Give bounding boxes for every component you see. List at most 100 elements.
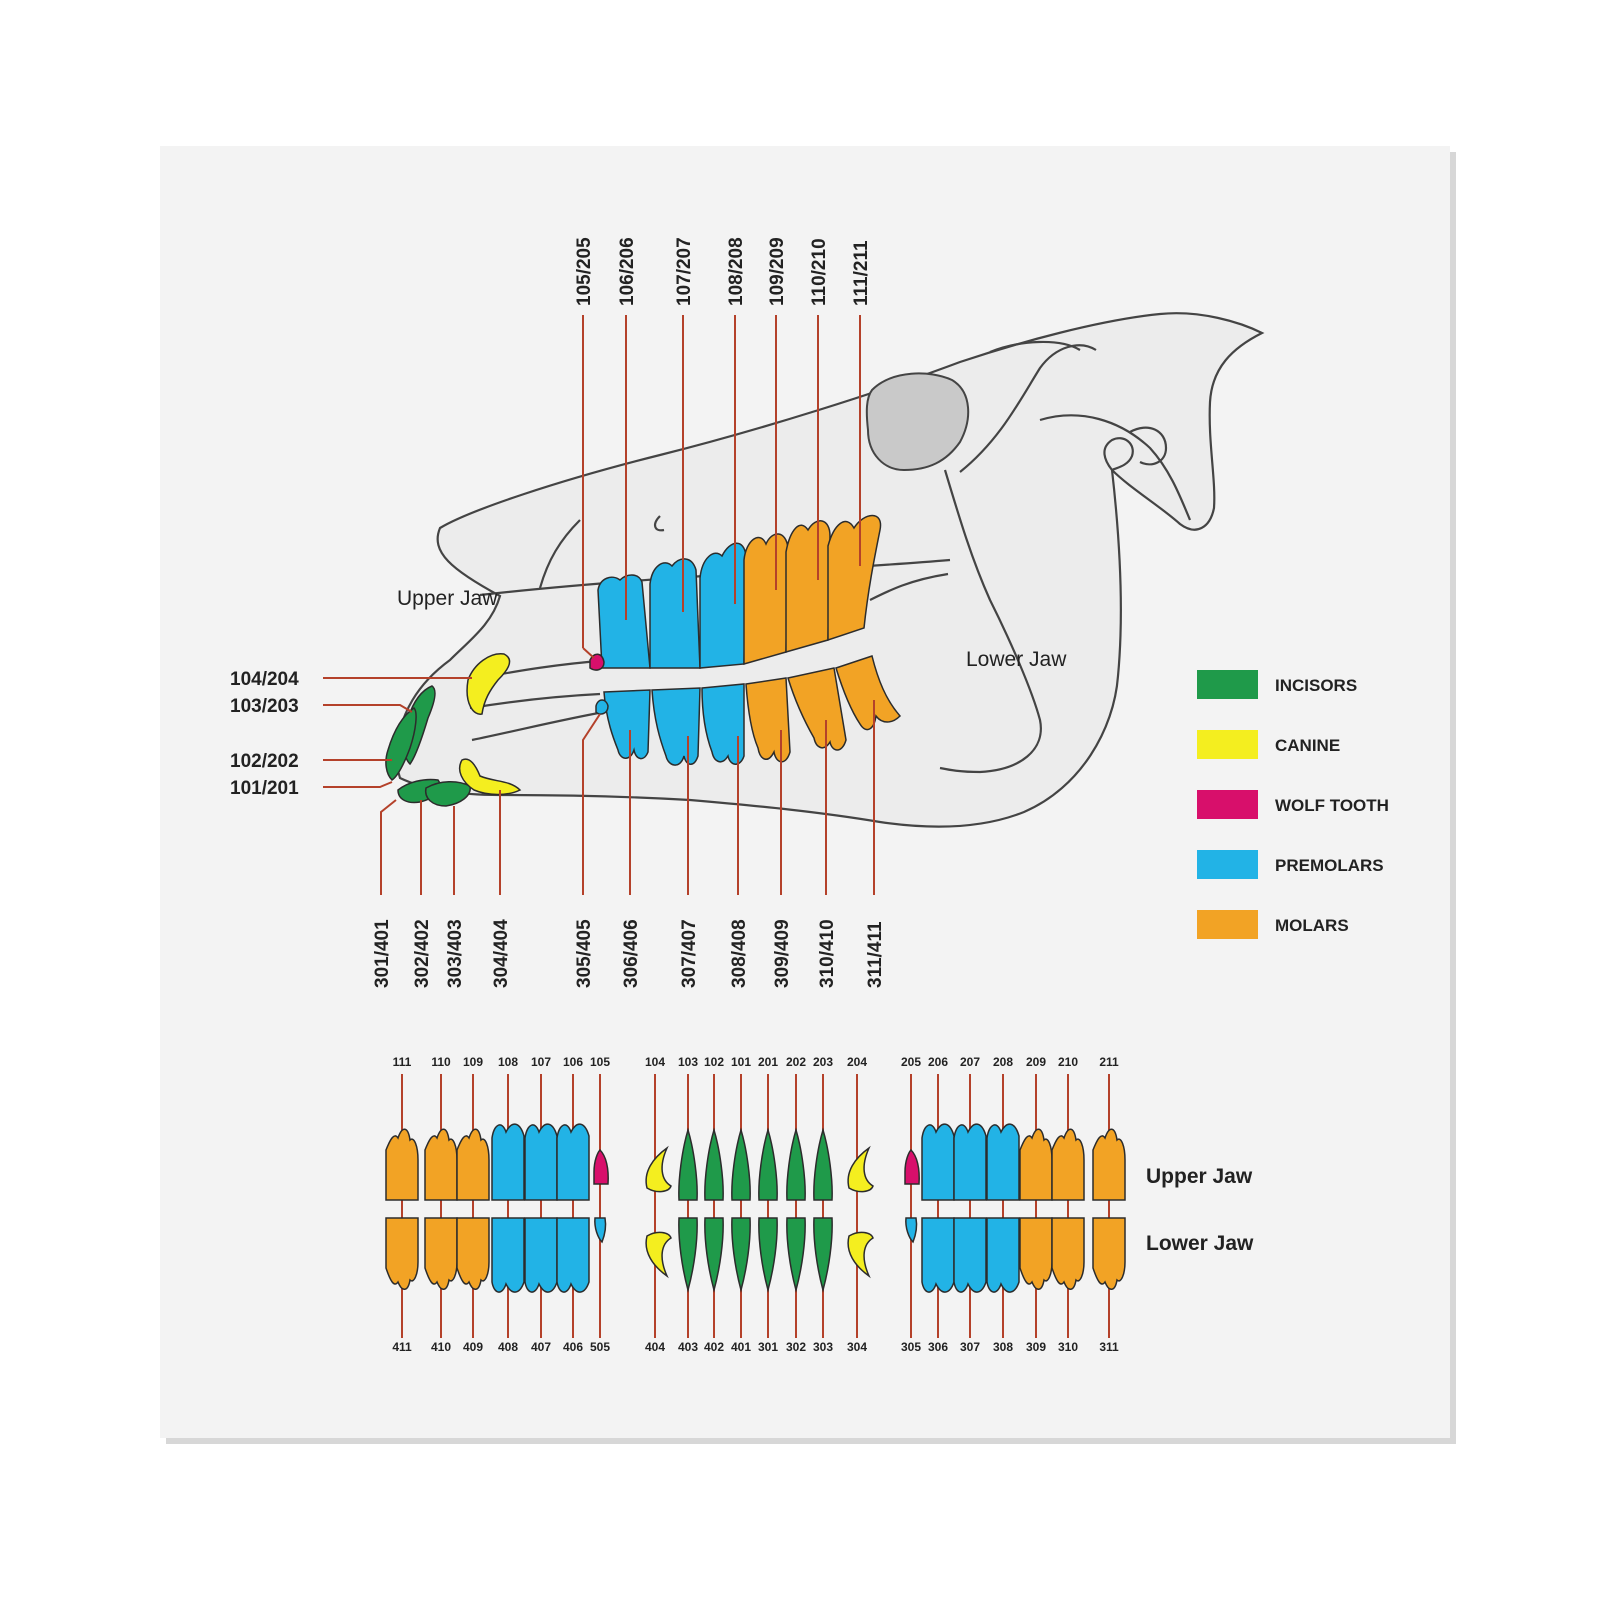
label-107-207: 107/207 (674, 237, 695, 306)
chart-top-label: 204 (847, 1055, 867, 1069)
chart-lower-tooth-308 (986, 1217, 1020, 1293)
upper-incisor-102 (385, 707, 417, 781)
chart-bottom-label: 307 (960, 1340, 980, 1354)
chart-upper-tooth-104 (645, 1145, 672, 1193)
chart-bottom-label: 302 (786, 1340, 806, 1354)
chart-top-label: 208 (993, 1055, 1013, 1069)
chart-upper-tooth-108 (491, 1123, 525, 1201)
label-309-409: 309/409 (772, 919, 793, 988)
chart-upper-tooth-210 (1051, 1128, 1085, 1201)
label-101-201: 101/201 (230, 778, 299, 799)
chart-top-label: 102 (704, 1055, 724, 1069)
legend-swatch-incisors (1197, 670, 1258, 699)
chart-top-label: 105 (590, 1055, 610, 1069)
chart-lower-tooth-408 (491, 1217, 525, 1293)
label-109-209: 109/209 (767, 237, 788, 306)
chart-bottom-label: 409 (463, 1340, 483, 1354)
chart-upper-tooth-201 (758, 1127, 778, 1201)
chart-bottom-label: 305 (901, 1340, 921, 1354)
chart-bottom-label: 505 (590, 1340, 610, 1354)
top-tooth-labels: 105/205 106/206 107/207 108/208 109/209 … (574, 237, 872, 306)
legend-swatch-premolars (1197, 850, 1258, 879)
chart-bottom-label: 309 (1026, 1340, 1046, 1354)
chart-top-label: 109 (463, 1055, 483, 1069)
chart-bottom-label: 306 (928, 1340, 948, 1354)
chart-lower-tooth-406 (556, 1217, 590, 1293)
lower-canine-304 (458, 758, 522, 796)
label-308-408: 308/408 (729, 919, 750, 988)
label-102-202: 102/202 (230, 751, 299, 772)
chart-upper-tooth-211 (1092, 1128, 1126, 1201)
tooth-111 (827, 514, 882, 642)
chart-upper-tooth-208 (986, 1123, 1020, 1201)
chart-upper-tooth-202 (786, 1127, 806, 1201)
chart-bottom-label: 301 (758, 1340, 778, 1354)
chart-lower-tooth-505 (594, 1217, 607, 1244)
chart-top-label: 201 (758, 1055, 778, 1069)
chart-top-label: 110 (431, 1055, 451, 1069)
chart-top-label: 207 (960, 1055, 980, 1069)
chart-top-label: 103 (678, 1055, 698, 1069)
lower-incisor-302 (424, 781, 471, 807)
chart-upper-tooth-102 (704, 1127, 724, 1201)
chart-upper-tooth-110 (424, 1128, 458, 1201)
chart-lower-tooth-305 (905, 1217, 918, 1244)
chart-bottom-label: 311 (1099, 1340, 1119, 1354)
tooth-106 (597, 574, 651, 669)
label-111-211: 111/211 (851, 240, 872, 306)
upper-canine-104 (466, 653, 511, 715)
label-302-402: 302/402 (412, 919, 433, 988)
chart-top-label: 108 (498, 1055, 518, 1069)
label-106-206: 106/206 (617, 237, 638, 306)
tooth-109 (743, 533, 789, 665)
chart-upper-tooth-101 (731, 1127, 751, 1201)
label-306-406: 306/406 (621, 919, 642, 988)
legend-label-canine: CANINE (1275, 736, 1340, 755)
chart-top-label: 205 (901, 1055, 921, 1069)
chart-lower-tooth-411 (385, 1217, 419, 1290)
chart-upper-tooth-109 (456, 1128, 490, 1201)
chart-lower-tooth-410 (424, 1217, 458, 1290)
chart-bottom-label: 411 (392, 1340, 412, 1354)
label-104-204: 104/204 (230, 669, 299, 690)
chart-lower-tooth-404 (645, 1231, 672, 1279)
tooth-108 (699, 542, 747, 669)
tooth-110 (785, 520, 831, 653)
bottom-tooth-labels: 301/401 302/402 303/403 304/404 305/405 … (372, 919, 886, 988)
label-105-205: 105/205 (574, 237, 595, 306)
label-311-411: 311/411 (865, 921, 886, 988)
label-305-405: 305/405 (574, 919, 595, 988)
chart-lower-tooth-309 (1019, 1217, 1053, 1290)
tooth-309 (745, 677, 791, 763)
legend-label-incisors: INCISORS (1275, 676, 1357, 695)
label-103-203: 103/203 (230, 696, 299, 717)
chart-top-label: 107 (531, 1055, 551, 1069)
label-307-407: 307/407 (679, 919, 700, 988)
dental-chart: 1114111104101094091084081074071064061055… (385, 1055, 1126, 1354)
legend: INCISORS CANINE WOLF TOOTH PREMOLARS MOL… (1197, 670, 1389, 939)
chart-bottom-label: 406 (563, 1340, 583, 1354)
eye-orbit (865, 372, 970, 472)
chart-lower-tooth-307 (953, 1217, 987, 1293)
tooth-310 (787, 667, 847, 751)
chart-bottom-label: 404 (645, 1340, 665, 1354)
front-teeth (385, 653, 522, 807)
tooth-305 (595, 699, 609, 715)
chart-bottom-label: 410 (431, 1340, 451, 1354)
chart-bottom-label: 403 (678, 1340, 698, 1354)
chart-top-label: 104 (645, 1055, 665, 1069)
legend-swatch-canine (1197, 730, 1258, 759)
chart-top-label: 106 (563, 1055, 583, 1069)
legend-label-wolf-tooth: WOLF TOOTH (1275, 796, 1389, 815)
chart-lower-jaw-label: Lower Jaw (1146, 1232, 1254, 1255)
tooth-311 (835, 655, 902, 731)
label-304-404: 304/404 (491, 919, 512, 988)
side-lower-jaw-label: Lower Jaw (966, 648, 1067, 671)
chart-bottom-label: 308 (993, 1340, 1013, 1354)
chart-top-label: 210 (1058, 1055, 1078, 1069)
chart-lower-tooth-409 (456, 1217, 490, 1290)
chart-lower-tooth-407 (524, 1217, 558, 1293)
chart-upper-tooth-103 (678, 1127, 698, 1201)
tooth-306 (603, 689, 651, 760)
legend-swatch-molars (1197, 910, 1258, 939)
